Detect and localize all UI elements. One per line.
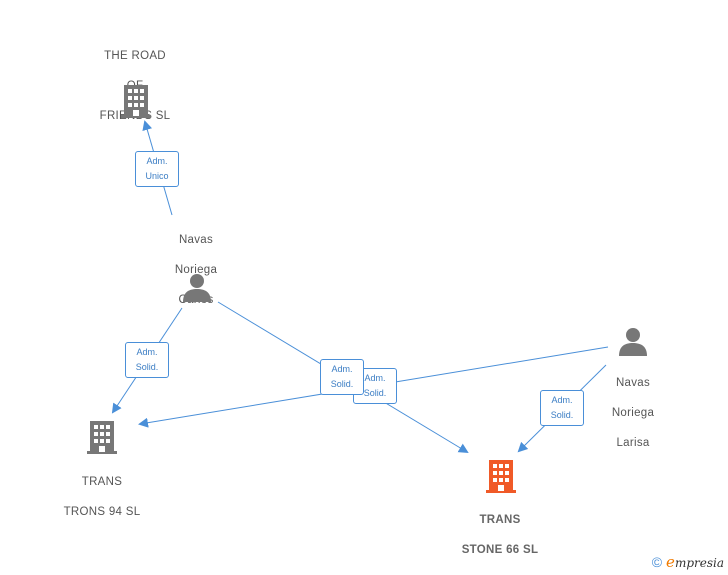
empresia-watermark: © empresia <box>652 553 724 571</box>
edge-badge-larisa-stone[interactable]: Adm. Solid. <box>540 390 584 426</box>
copyright-icon: © <box>651 554 663 570</box>
edge-badge-carlos-stone[interactable]: Adm. Solid. <box>320 359 364 395</box>
building-icon[interactable] <box>485 458 517 494</box>
person-icon[interactable] <box>181 273 213 303</box>
person-icon[interactable] <box>617 327 649 357</box>
edge-badge-carlos-road[interactable]: Adm. Unico <box>135 151 179 187</box>
node-trans-trons-label[interactable]: TRANS TRONS 94 SL <box>63 476 141 518</box>
edge-badge-carlos-trons[interactable]: Adm. Solid. <box>125 342 169 378</box>
node-navas-carlos-label[interactable]: Navas Noriega Carlos <box>174 234 218 306</box>
brand-logo: empresia <box>666 553 724 571</box>
building-icon[interactable] <box>120 83 152 119</box>
node-navas-larisa-label[interactable]: Navas Noriega Larisa <box>611 377 655 449</box>
building-icon[interactable] <box>86 419 118 455</box>
node-trans-stone-label[interactable]: TRANS STONE 66 SL <box>461 514 539 556</box>
